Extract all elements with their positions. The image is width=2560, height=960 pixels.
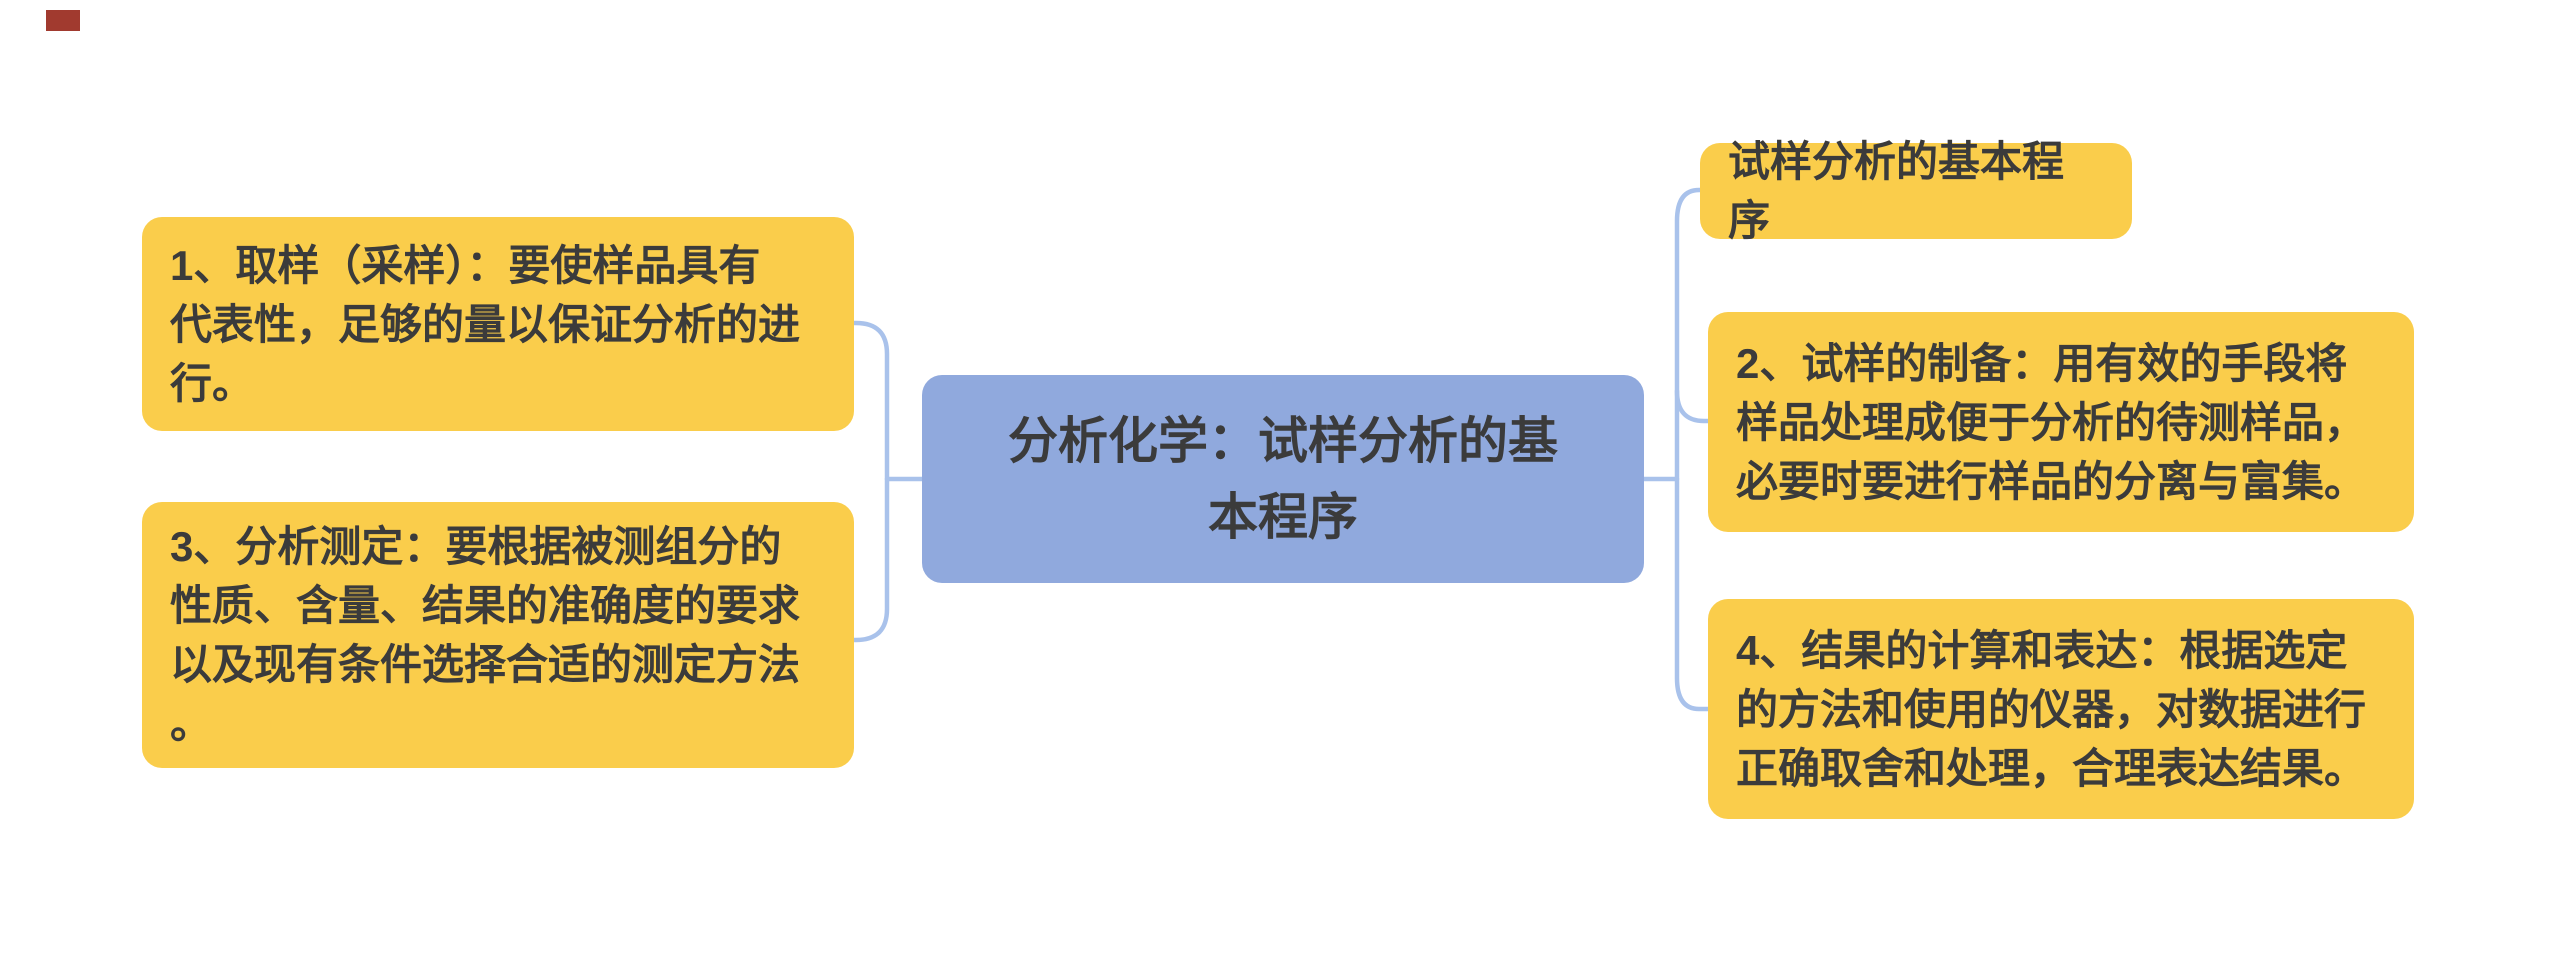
root-node-label: 分析化学：试样分析的基 本程序: [1008, 413, 1558, 545]
red-marker: [46, 10, 80, 31]
mindmap-root-node[interactable]: 分析化学：试样分析的基 本程序: [922, 375, 1644, 583]
node-2-label: 2、试样的制备：用有效的手段将 样品处理成便于分析的待测样品， 必要时要进行样品…: [1736, 339, 2367, 505]
node-4-label: 4、结果的计算和表达：根据选定 的方法和使用的仪器，对数据进行 正确取舍和处理，…: [1736, 626, 2367, 792]
connector-right-bracket: [1674, 187, 1715, 712]
mindmap-node-4-results[interactable]: 4、结果的计算和表达：根据选定 的方法和使用的仪器，对数据进行 正确取舍和处理，…: [1708, 599, 2414, 819]
mindmap-node-procedure-title[interactable]: 试样分析的基本程序: [1700, 138, 2132, 244]
mindmap-node-1-sampling[interactable]: 1、取样（采样）：要使样品具有 代表性，足够的量以保证分析的进 行。: [142, 217, 854, 431]
node-1-label: 1、取样（采样）：要使样品具有 代表性，足够的量以保证分析的进 行。: [170, 241, 801, 407]
connector-left-bracket: [847, 320, 890, 643]
node-3-label: 3、分析测定：要根据被测组分的 性质、含量、结果的准确度的要求 以及现有条件选择…: [170, 523, 801, 747]
node-procedure-title-label: 试样分析的基本程序: [1728, 138, 2065, 244]
connector-right-branch-2: [1674, 388, 1715, 424]
mindmap-node-2-preparation[interactable]: 2、试样的制备：用有效的手段将 样品处理成便于分析的待测样品， 必要时要进行样品…: [1708, 312, 2414, 532]
mindmap-node-3-measurement[interactable]: 3、分析测定：要根据被测组分的 性质、含量、结果的准确度的要求 以及现有条件选择…: [142, 502, 854, 768]
